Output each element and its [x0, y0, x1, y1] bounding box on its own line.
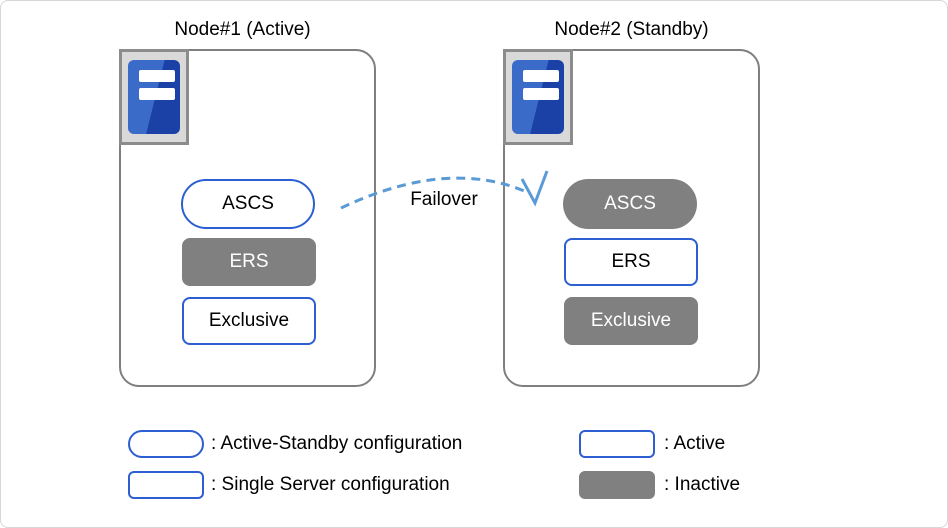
legend-swatch-single-server [128, 471, 204, 499]
failover-label: Failover [410, 189, 478, 210]
server-icon [503, 49, 573, 145]
legend-label-inactive: : Inactive [664, 474, 741, 495]
node1-ascs-box: ASCS [181, 179, 315, 229]
legend-label-active-standby: : Active-Standby configuration [211, 433, 463, 454]
node2-ers-box: ERS [564, 238, 698, 286]
server-slot-icon [523, 88, 559, 100]
server-slot-icon [139, 70, 175, 82]
node1-ers-box: ERS [182, 238, 316, 286]
node2-exclusive-box: Exclusive [564, 297, 698, 345]
server-tower-icon [128, 60, 180, 134]
server-tower-icon [512, 60, 564, 134]
server-slot-icon [139, 88, 175, 100]
legend-label-active: : Active [664, 433, 726, 454]
node1-exclusive-box: Exclusive [182, 297, 316, 345]
server-icon [119, 49, 189, 145]
node2-ascs-box: ASCS [563, 179, 697, 229]
legend-swatch-inactive [579, 471, 655, 499]
legend-swatch-active [579, 430, 655, 458]
node2-title: Node#2 (Standby) [554, 19, 709, 40]
legend-label-single-server: : Single Server configuration [211, 474, 450, 495]
legend-swatch-active-standby [128, 430, 204, 458]
server-slot-icon [523, 70, 559, 82]
node1-title: Node#1 (Active) [174, 19, 311, 40]
